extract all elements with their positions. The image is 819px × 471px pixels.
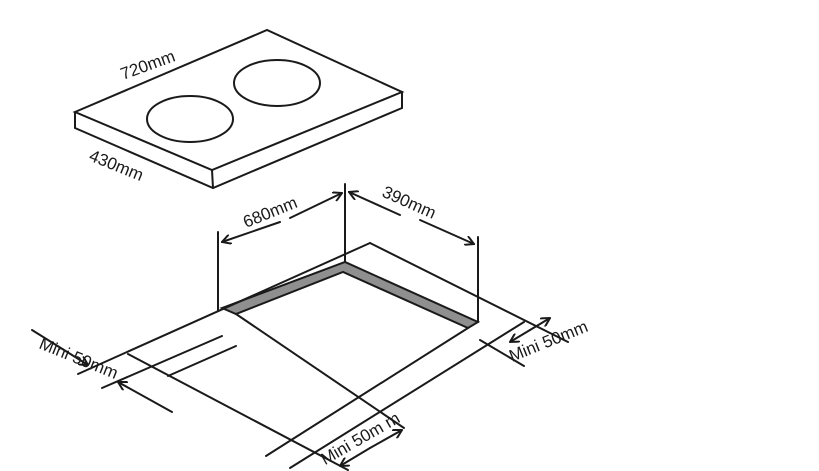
burner-right [233,59,321,107]
burner-left [146,95,234,143]
countertop-drawing [31,183,569,471]
cutout-depth-label: 390mm [379,182,439,222]
left-clearance-label: Mini 50mm [37,334,121,383]
hob-drawing [72,28,405,190]
hob-width-label: 720mm [118,47,178,84]
hob-depth-label: 430mm [87,146,147,185]
cutout-edge [219,260,481,330]
front-clearance-label: Mini 50m m [318,408,404,468]
